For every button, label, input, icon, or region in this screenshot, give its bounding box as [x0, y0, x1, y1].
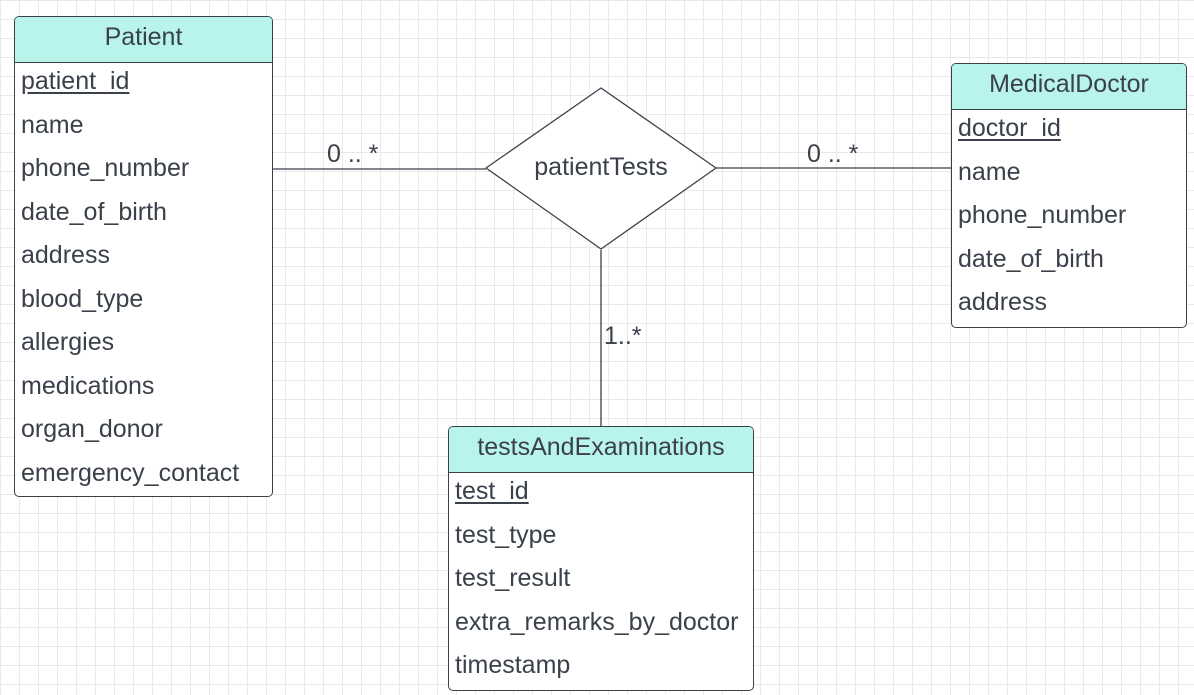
entity-attribute: date_of_birth: [21, 197, 167, 226]
entity-attribute: name: [21, 110, 84, 139]
entity-attribute: extra_remarks_by_doctor: [455, 607, 739, 636]
entity-attribute: allergies: [21, 328, 115, 356]
entity-attribute: address: [958, 288, 1047, 316]
entity-attribute: address: [21, 241, 110, 269]
entity-attribute: timestamp: [455, 651, 571, 679]
cardinality-tests-label: 1..*: [604, 322, 642, 350]
primary-key-attribute: patient_id: [21, 67, 130, 95]
primary-key-attribute: doctor_id: [958, 114, 1061, 142]
entity-attribute: emergency_contact: [21, 458, 240, 487]
tests-and-examinations-entity[interactable]: testsAndExaminations test_id test_type t…: [448, 426, 754, 691]
entity-attribute: test_type: [455, 520, 557, 549]
cardinality-doctor-label: 0 .. *: [807, 140, 859, 168]
entity-title: MedicalDoctor: [952, 64, 1186, 110]
entity-attribute: phone_number: [958, 201, 1127, 229]
entity-attribute: date_of_birth: [958, 244, 1104, 273]
entity-attribute: organ_donor: [21, 415, 163, 443]
primary-key-attribute: test_id: [455, 477, 529, 505]
entity-title: Patient: [15, 17, 272, 63]
patient-entity[interactable]: Patient patient_id name phone_number dat…: [14, 16, 273, 497]
entity-attribute: test_result: [455, 564, 571, 592]
entity-attribute: blood_type: [21, 284, 144, 313]
entity-attribute: phone_number: [21, 154, 190, 182]
entity-attribute: medications: [21, 371, 155, 400]
entity-attribute: name: [958, 157, 1021, 186]
entity-title: testsAndExaminations: [449, 427, 753, 473]
relationship-diamond[interactable]: [485, 87, 717, 250]
medical-doctor-entity[interactable]: MedicalDoctor doctor_id name phone_numbe…: [951, 63, 1187, 328]
cardinality-patient-label: 0 .. *: [327, 140, 379, 168]
relationship-label: patientTests: [534, 153, 668, 181]
